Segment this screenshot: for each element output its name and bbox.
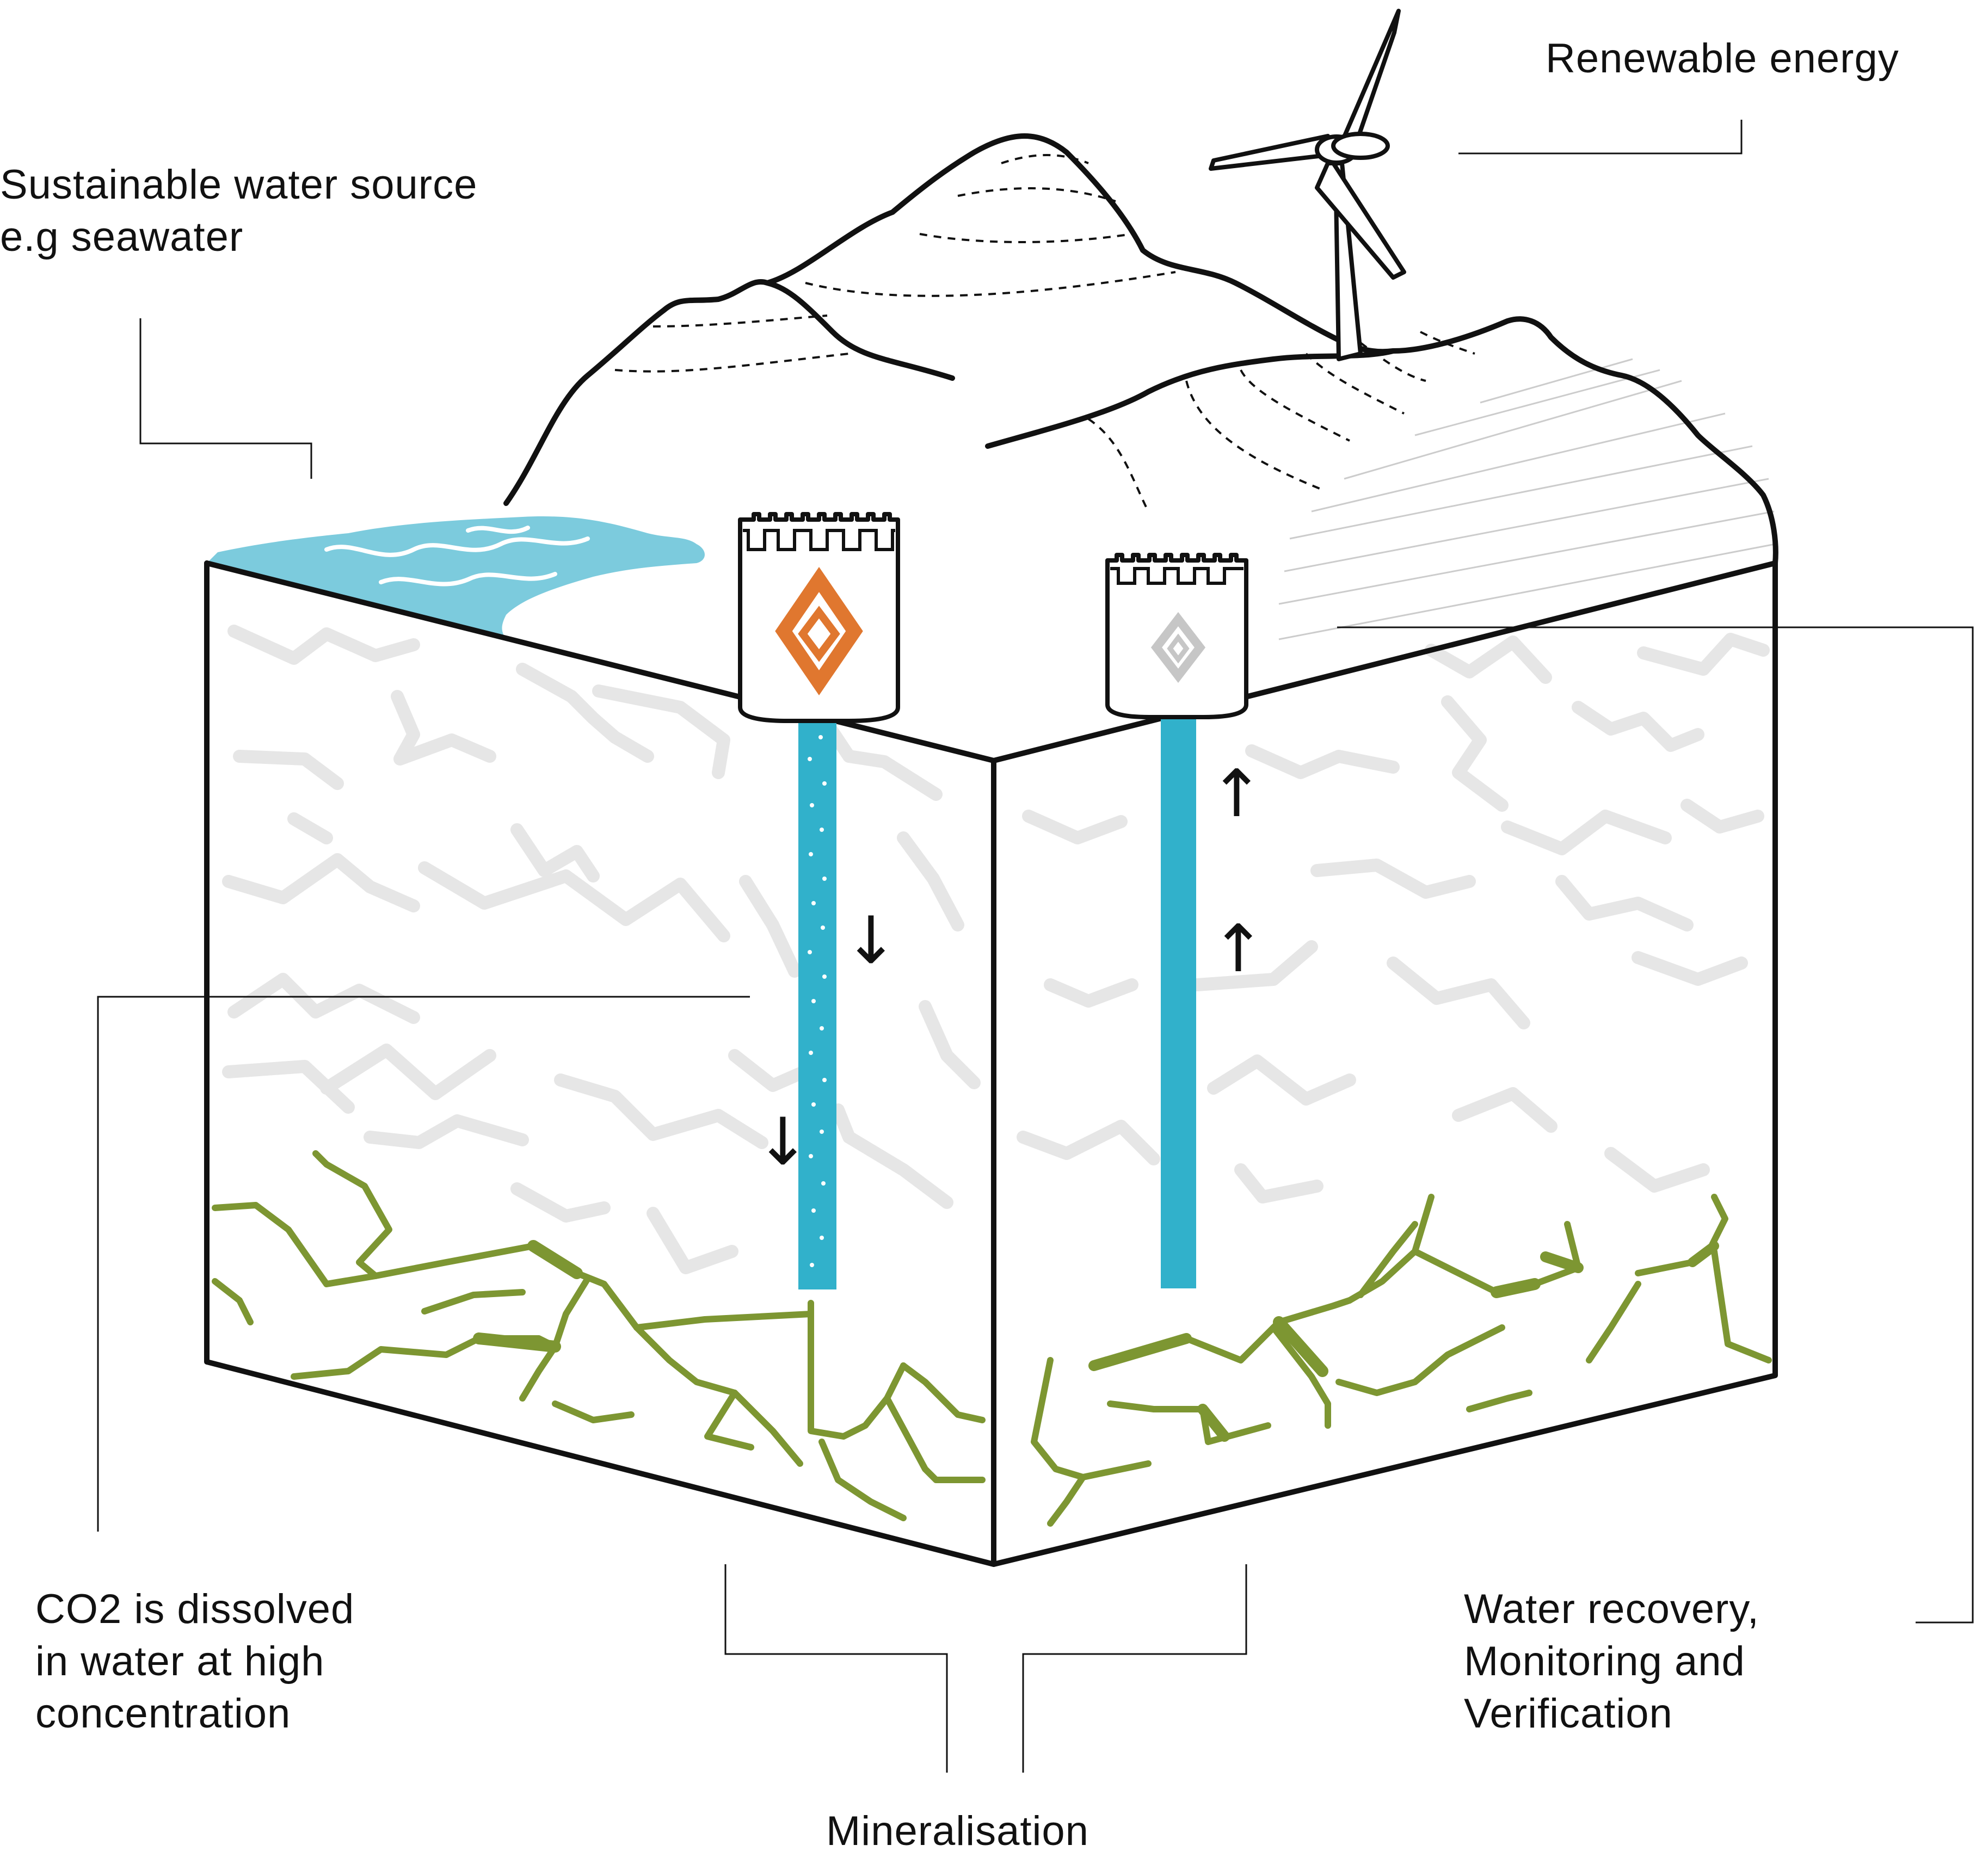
mineral-veins-left [212, 1150, 986, 1521]
label-renewable-energy: Renewable energy [1546, 35, 1899, 82]
label-co2-line-1: CO2 is dissolved [35, 1586, 355, 1632]
wave-2 [379, 572, 557, 587]
label-water-recovery: Water recovery, Monitoring and Verificat… [1464, 1583, 1759, 1740]
block-right-face [994, 563, 1775, 1564]
arrow-down-2: ↓ [755, 1104, 810, 1180]
label-water-recovery-line-2: Monitoring and [1464, 1638, 1745, 1684]
label-water-recovery-line-1: Water recovery, [1464, 1586, 1759, 1632]
water-recovery-leader [1337, 626, 1974, 1624]
wind-turbine-icon [1209, 9, 1406, 361]
label-water-source-line-1: Sustainable water source [0, 162, 478, 208]
monitoring-well [1105, 553, 1248, 1288]
mineralisation-leader-left [724, 1564, 948, 1773]
label-water-source: Sustainable water source e.g seawater [0, 159, 477, 263]
terrain-shading [1278, 358, 1776, 640]
co2-leader [97, 996, 750, 1532]
block-edges [204, 560, 1778, 1567]
arrow-up-2: ↑ [1211, 911, 1266, 987]
recovery-pipe [1161, 717, 1196, 1288]
label-co2-line-2: in water at high [35, 1638, 325, 1684]
rock-cracks-right [1017, 633, 1770, 1204]
seawater-pond [207, 516, 705, 639]
label-water-source-line-2: e.g seawater [0, 214, 244, 260]
label-mineralisation: Mineralisation [826, 1808, 1089, 1854]
water-source-leader [139, 318, 312, 479]
rock-cracks-left [222, 625, 981, 1274]
mountain-outline [503, 133, 1778, 566]
label-co2-dissolved: CO2 is dissolved in water at high concen… [35, 1583, 354, 1740]
injection-well [738, 512, 900, 1289]
co2-bubbles [808, 735, 827, 1267]
callout-lines [97, 120, 1974, 1773]
diamond-logo-icon [1150, 612, 1206, 683]
mineralisation-leader-right [1022, 1564, 1247, 1773]
terrain-contours [614, 154, 1475, 512]
mineral-veins-right [1031, 1194, 1772, 1527]
arrow-down-1: ↓ [844, 903, 898, 979]
arrow-up-1: ↑ [1209, 756, 1264, 832]
label-water-recovery-line-3: Verification [1464, 1690, 1673, 1737]
label-co2-line-3: concentration [35, 1690, 291, 1737]
diamond-logo-icon [775, 566, 863, 696]
wave-1 [324, 536, 590, 557]
flow-arrows: ↓ ↓ ↑ ↑ [755, 756, 1266, 1180]
wave-3 [466, 526, 530, 534]
injection-pipe [798, 721, 836, 1289]
renewable-energy-leader [1458, 120, 1743, 155]
